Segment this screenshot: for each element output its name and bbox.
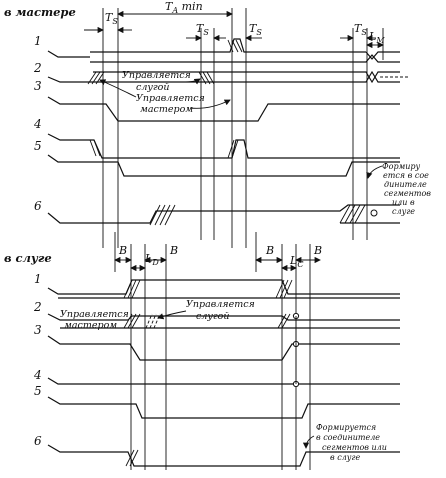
master-timing-annotations: TS TA min TS TS TS LM [84, 0, 385, 49]
slave-wave-1-hatch-left [123, 279, 141, 299]
master-line-number-1: 1 [34, 34, 42, 48]
ts-label-1: TS [105, 11, 118, 26]
master-wave-4 [47, 133, 400, 159]
slave-wave-4 [47, 377, 400, 385]
master-annotation-formed-line-1: Формиру [382, 162, 420, 171]
master-line-number-2: 2 [33, 61, 42, 75]
slave-annotation-master-line-1: Управляется [60, 309, 129, 320]
slave-annotation-formed-line-1: Формируется [316, 423, 376, 432]
lc-label: LC [289, 254, 303, 269]
master-line-number-6: 6 [34, 199, 42, 213]
slave-annotation-master-line-2: мастером [64, 320, 117, 331]
slave-line-number-3: 3 [34, 323, 42, 337]
lm-label: LM [368, 30, 385, 45]
master-wave-1-lead [47, 50, 90, 58]
master-annotation-master: Управляется мастером [99, 79, 231, 115]
master-annotation-formed-line-5: или в [392, 198, 415, 207]
master-line-number-3: 3 [34, 79, 42, 93]
master-annotation-formed-line-6: слуге [392, 207, 415, 216]
master-waveforms [47, 38, 410, 226]
ts-label-2: TS [196, 22, 209, 37]
slave-annotation-master: Управляется мастером [60, 309, 129, 331]
slave-timing-annotations: B LD B B LC B [114, 244, 322, 272]
slave-annotation-formed-line-2: в соединителе [316, 433, 380, 442]
slave-annotation-slave-line-2: слугой [196, 311, 230, 322]
master-wave-6-node [370, 209, 378, 217]
master-annotation-slave: Управляется слугой [122, 70, 201, 93]
slave-annotation-formed-line-4: в слуге [330, 453, 360, 462]
master-line-number-4: 4 [33, 117, 42, 131]
slave-wave-1-hatch-right [275, 279, 293, 299]
b-label-1: B [118, 244, 127, 257]
ta-min-label: TA min [165, 0, 203, 15]
slave-annotation-formed-line-3: сегментов или [322, 443, 387, 452]
master-wave-4-hatch-2 [227, 139, 239, 159]
slave-wave-2-hatch-right [277, 313, 291, 329]
slave-annotation-slave: Управляется слугой [157, 299, 255, 322]
slave-wave-6 [47, 444, 400, 467]
master-line-number-5: 5 [34, 139, 42, 153]
master-wave-1-hatch [227, 39, 243, 53]
slave-annotation-formed: Формируется в соединителе сегментов или … [302, 423, 387, 462]
b-label-3: B [265, 244, 274, 257]
master-wave-4-hatch [89, 139, 101, 157]
slave-wave-1-top [47, 279, 400, 295]
master-annotation-slave-line-2: слугой [136, 82, 170, 93]
master-guide-lines [102, 8, 384, 248]
slave-line-number-6: 6 [34, 434, 42, 448]
slave-line-number-1: 1 [34, 272, 42, 286]
master-annotation-formed-line-2: ется в сое [383, 171, 429, 180]
slave-line-numbers: 1 2 3 4 5 6 [33, 272, 42, 448]
master-wave-6 [47, 204, 400, 224]
b-label-4: B [313, 244, 322, 257]
slave-annotation-slave-line-1: Управляется [186, 299, 255, 310]
master-wave-6-hatch-right [339, 204, 366, 224]
master-wave-1-top [90, 38, 400, 60]
ld-label: LD [144, 252, 159, 267]
slave-line-number-4: 4 [33, 368, 42, 382]
master-wave-5 [47, 154, 400, 177]
slave-line-number-2: 2 [33, 300, 42, 314]
master-wave-1-bottom [90, 54, 400, 63]
master-wave-2-bottom [93, 70, 400, 83]
master-wave-2-hatch-mid [198, 71, 215, 85]
ts-label-3: TS [249, 22, 262, 37]
master-annotation-master-line-2: мастером [140, 104, 193, 115]
slave-wave-5 [47, 396, 400, 419]
slave-wave-3 [47, 335, 400, 361]
master-annotation-formed-line-3: динителе [384, 180, 427, 189]
master-annotation-master-line-1: Управляется [136, 93, 205, 104]
slave-wave-2-top [47, 313, 400, 321]
slave-line-number-5: 5 [34, 384, 42, 398]
master-wave-3 [47, 96, 400, 122]
master-section-title: в мастере [4, 5, 76, 19]
slave-wave-6-hatch [125, 449, 139, 467]
slave-waveforms [47, 279, 400, 467]
master-annotation-formed: Формиру ется в сое динителе сегментов ил… [366, 162, 431, 216]
master-wave-2-top [93, 71, 400, 84]
slave-wave-2-hatch-left [123, 313, 141, 329]
master-annotation-slave-line-1: Управляется [122, 70, 191, 81]
master-annotation-formed-line-4: сегментов [384, 189, 431, 198]
master-wave-2-hatch-left [87, 71, 105, 85]
ts-label-4: TS [354, 22, 367, 37]
master-line-numbers: 1 2 3 4 5 6 [33, 34, 42, 213]
b-label-2: B [169, 244, 178, 257]
master-wave-2-lead [47, 76, 93, 83]
slave-section-title: в слуге [4, 251, 52, 265]
master-wave-6-hatch-left [149, 204, 176, 226]
